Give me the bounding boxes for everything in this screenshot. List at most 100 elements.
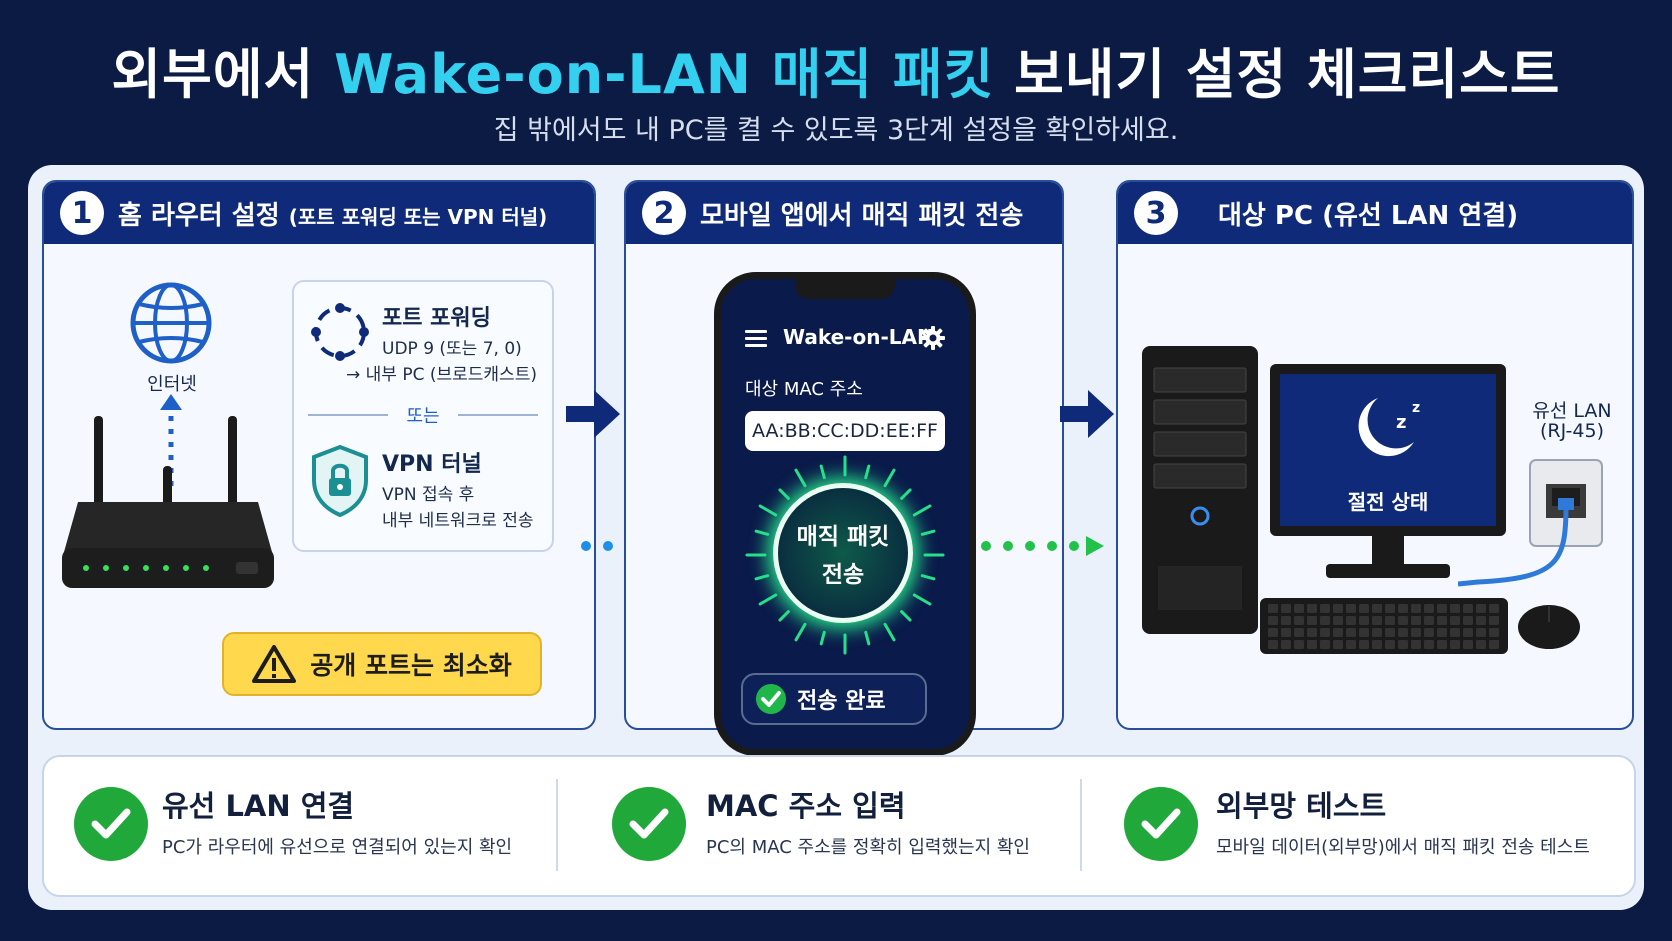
keyboard-key: [1385, 616, 1395, 625]
phone-notch: [795, 279, 895, 299]
step2-number: 2: [642, 191, 686, 235]
glow-ray: [900, 610, 912, 622]
check-icon: [629, 808, 669, 839]
keyboard-key: [1346, 604, 1356, 613]
check-item3-icon: [1124, 787, 1198, 861]
step1-title: 홈 라우터 설정 (포트 포워딩 또는 VPN 터널): [118, 195, 547, 232]
keyboard-key: [1476, 604, 1486, 613]
glow-ray: [794, 468, 807, 488]
keyboard-key: [1346, 640, 1356, 649]
keyboard-key: [1294, 604, 1304, 613]
step1-card: 1 홈 라우터 설정 (포트 포워딩 또는 VPN 터널) 인터넷: [42, 180, 596, 730]
or-divider-right: [458, 414, 538, 416]
step3-title: 대상 PC (유선 LAN 연결): [1218, 195, 1518, 232]
keyboard-key: [1268, 616, 1278, 625]
keyboard-key: [1463, 616, 1473, 625]
step3-card: 3 대상 PC (유선 LAN 연결) z z 절전 상태 유선 LAN (RJ…: [1116, 180, 1634, 730]
menu-icon[interactable]: [745, 329, 767, 347]
keyboard-key: [1281, 616, 1291, 625]
option2-line1: VPN 접속 후: [382, 485, 475, 505]
keyboard-key: [1333, 640, 1343, 649]
glow-ray: [920, 574, 936, 581]
step2-header: 2 모바일 앱에서 매직 패킷 전송: [626, 182, 1062, 244]
upload-arrow: [160, 394, 182, 490]
phone-mockup: Wake-on-LAN 대상 MAC 주소 AA:BB:CC:DD:EE:FF …: [714, 272, 976, 756]
keyboard-key: [1281, 628, 1291, 637]
warning-text: 공개 포트는 최소화: [310, 651, 512, 680]
keyboard-key: [1320, 604, 1330, 613]
glow-ray: [819, 464, 826, 480]
title-part2: 보내기 설정 체크리스트: [994, 43, 1561, 106]
step2-title: 모바일 앱에서 매직 패킷 전송: [700, 200, 1024, 231]
check-item3-title: 외부망 테스트: [1216, 789, 1387, 823]
glow-ray: [883, 622, 896, 642]
sleep-label: 절전 상태: [1347, 490, 1429, 514]
keyboard-key: [1437, 628, 1447, 637]
send-line2: 전송: [821, 562, 865, 588]
check-item1-title: 유선 LAN 연결: [162, 789, 355, 823]
keyboard-key: [1281, 604, 1291, 613]
glow-ray: [883, 468, 896, 488]
check-item3-desc: 모바일 데이터(외부망)에서 매직 패킷 전송 테스트: [1216, 837, 1590, 858]
keyboard-key: [1320, 640, 1330, 649]
keyboard-key: [1281, 640, 1291, 649]
keyboard-key: [1437, 616, 1447, 625]
keyboard-key: [1463, 628, 1473, 637]
keyboard-key: [1268, 628, 1278, 637]
check-icon: [756, 684, 786, 714]
keyboard-key: [1489, 616, 1499, 625]
mac-label: 대상 MAC 주소: [745, 379, 863, 400]
keyboard-key: [1333, 604, 1343, 613]
shield-lock-icon: [312, 444, 368, 518]
pc-tower-icon: [1142, 346, 1258, 634]
glow-ray: [920, 529, 936, 536]
arrow-right-icon: [566, 390, 620, 438]
keyboard-key: [1398, 628, 1408, 637]
check-item1-icon: [74, 787, 148, 861]
keyboard-key: [1320, 628, 1330, 637]
keyboard-key: [1346, 616, 1356, 625]
keyboard-icon: [1260, 598, 1508, 654]
svg-text:z: z: [1396, 412, 1406, 433]
step3-title-main: 대상 PC: [1218, 200, 1314, 231]
keyboard-key: [1411, 628, 1421, 637]
warning-icon: [252, 645, 297, 683]
send-line1: 매직 패킷: [796, 524, 890, 550]
send-glow-rays: [745, 455, 945, 655]
glow-ray: [912, 593, 932, 606]
keyboard-key: [1385, 640, 1395, 649]
send-done-status[interactable]: 전송 완료: [741, 673, 927, 725]
keyboard-key: [1333, 616, 1343, 625]
gear-icon[interactable]: [921, 326, 945, 350]
svg-text:z: z: [1412, 400, 1420, 416]
keyboard-key: [1450, 616, 1460, 625]
keyboard-key: [1450, 640, 1460, 649]
keyboard-key: [1385, 604, 1395, 613]
step3-header: 3 대상 PC (유선 LAN 연결): [1118, 182, 1632, 244]
keyboard-key: [1437, 604, 1447, 613]
option2-title: VPN 터널: [382, 452, 482, 477]
keyboard-key: [1398, 640, 1408, 649]
keyboard-key: [1476, 640, 1486, 649]
glow-ray: [754, 574, 770, 581]
keyboard-key: [1411, 640, 1421, 649]
keyboard-key: [1294, 640, 1304, 649]
option1-title: 포트 포워딩: [382, 306, 491, 331]
keyboard-key: [1489, 628, 1499, 637]
lan-label-line2: (RJ-45): [1540, 420, 1604, 442]
check-item1-desc: PC가 라우터에 유선으로 연결되어 있는지 확인: [162, 837, 513, 858]
glow-ray: [754, 529, 770, 536]
keyboard-key: [1294, 628, 1304, 637]
keyboard-key: [1411, 604, 1421, 613]
send-magic-packet-button[interactable]: 매직 패킷 전송: [773, 483, 913, 623]
keyboard-key: [1320, 616, 1330, 625]
keyboard-key: [1424, 628, 1434, 637]
glow-ray: [778, 610, 790, 622]
port-forward-icon: [311, 303, 369, 361]
mac-input[interactable]: AA:BB:CC:DD:EE:FF: [745, 411, 945, 451]
glow-ray: [758, 504, 778, 517]
title-part1: 외부에서: [111, 43, 335, 106]
router-icon: [62, 416, 274, 588]
keyboard-key: [1359, 628, 1369, 637]
warning-badge: 공개 포트는 최소화: [222, 632, 542, 696]
